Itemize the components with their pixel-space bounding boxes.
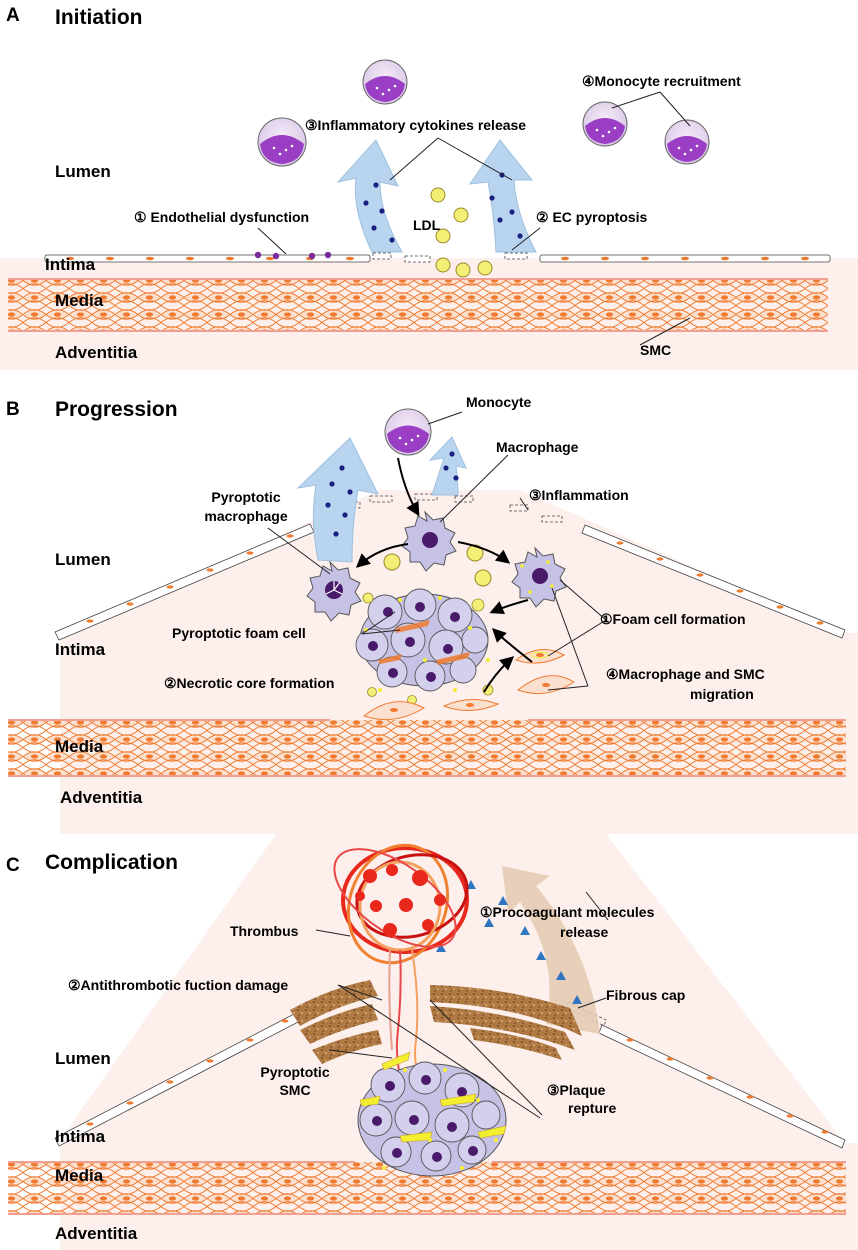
monocyte-label: Monocyte — [466, 394, 532, 410]
endothelium-b — [54, 493, 846, 641]
cytokine-arrows-a — [336, 139, 537, 253]
migration-label-2: migration — [690, 686, 754, 702]
panel-b — [8, 408, 858, 834]
migration-arrows-b — [355, 457, 533, 693]
panel-c — [8, 800, 858, 1250]
cytokine-arrows-b — [296, 436, 467, 563]
procoagulant-molecules-c — [436, 880, 582, 1004]
panel-a-lumen-label: Lumen — [55, 162, 111, 181]
thrombus-label: Thrombus — [230, 923, 299, 939]
panel-a-intima-label: Intima — [45, 255, 96, 274]
antithrombotic-label: ②Antithrombotic fuction damage — [68, 977, 289, 993]
ldl-particles-a — [430, 187, 493, 278]
fibrous-cap-label: Fibrous cap — [606, 987, 686, 1003]
macrophage-label: Macrophage — [496, 439, 579, 455]
leaders-a — [257, 91, 691, 346]
migration-label-1: ④Macrophage and SMC — [606, 666, 765, 682]
plaque-rupture-label-2: repture — [568, 1100, 617, 1116]
procoagulant-label-2: release — [560, 924, 609, 940]
ec-pyroptosis-label: ② EC pyroptosis — [536, 209, 648, 225]
endothelial-nuclei-a — [66, 256, 809, 261]
panel-c-title: Complication — [45, 851, 179, 874]
monocyte-recruitment-label: ④Monocyte recruitment — [582, 73, 741, 89]
panel-b-intima-label: Intima — [55, 640, 106, 659]
panel-b-letter: B — [6, 399, 20, 420]
smc-label: SMC — [640, 342, 672, 358]
panel-c-intima-label: Intima — [55, 1127, 106, 1146]
foam-cell-formation-label: ①Foam cell formation — [600, 611, 746, 627]
monocyte-b — [384, 408, 432, 456]
panel-b-lumen-label: Lumen — [55, 550, 111, 569]
procoagulant-label-1: ①Procoagulant molecules — [480, 904, 655, 920]
panel-b-adventitia-label: Adventitia — [60, 788, 143, 807]
panel-c-letter: C — [6, 855, 20, 876]
plaque-rupture-label-1: ③Plaque — [547, 1082, 606, 1098]
endothelium-a — [44, 252, 831, 263]
endothelial-dysfunction-label: ① Endothelial dysfunction — [134, 209, 310, 225]
necrotic-core-label: ②Necrotic core formation — [164, 675, 335, 691]
ldl-particles-b — [383, 544, 492, 587]
pyroptotic-foam-cell-label: Pyroptotic foam cell — [172, 625, 306, 641]
panel-c-adventitia-label: Adventitia — [55, 1224, 138, 1243]
panel-b-title: Progression — [55, 398, 178, 421]
leaders-b — [267, 411, 607, 691]
panel-a-adventitia-label: Adventitia — [55, 343, 138, 362]
panel-b-media-label: Media — [55, 737, 104, 756]
panel-c-media-label: Media — [55, 1166, 104, 1185]
panel-c-lumen-label: Lumen — [55, 1049, 111, 1068]
macrophages-b — [306, 510, 567, 622]
cytokines-b — [325, 451, 459, 537]
pyroptotic-smc-label-1: Pyroptotic — [260, 1064, 330, 1080]
panel-a-letter: A — [6, 5, 20, 26]
thrombus-c — [333, 843, 469, 1091]
panel-a — [0, 59, 858, 370]
fibrous-cap-c — [290, 980, 582, 1064]
ldl-label: LDL — [413, 217, 441, 233]
monocytes-a — [257, 59, 710, 167]
pyroptotic-macrophage-label-1: Pyroptotic — [211, 489, 281, 505]
necrotic-core-c — [357, 1051, 507, 1177]
inflammatory-cytokines-label: ③Inflammatory cytokines release — [305, 117, 527, 133]
leaders-c — [315, 891, 609, 1119]
panel-a-media-label: Media — [55, 291, 104, 310]
pyroptotic-smc-label-2: SMC — [279, 1082, 311, 1098]
panel-a-title: Initiation — [55, 6, 143, 29]
inflammation-label: ③Inflammation — [529, 487, 629, 503]
adhesion-molecules-a — [254, 251, 332, 260]
cytokines-a — [363, 172, 523, 243]
pyroptotic-macrophage-label-2: macrophage — [204, 508, 288, 524]
necrotic-core-b — [355, 588, 494, 705]
procoagulant-arrow-c — [502, 866, 600, 1034]
